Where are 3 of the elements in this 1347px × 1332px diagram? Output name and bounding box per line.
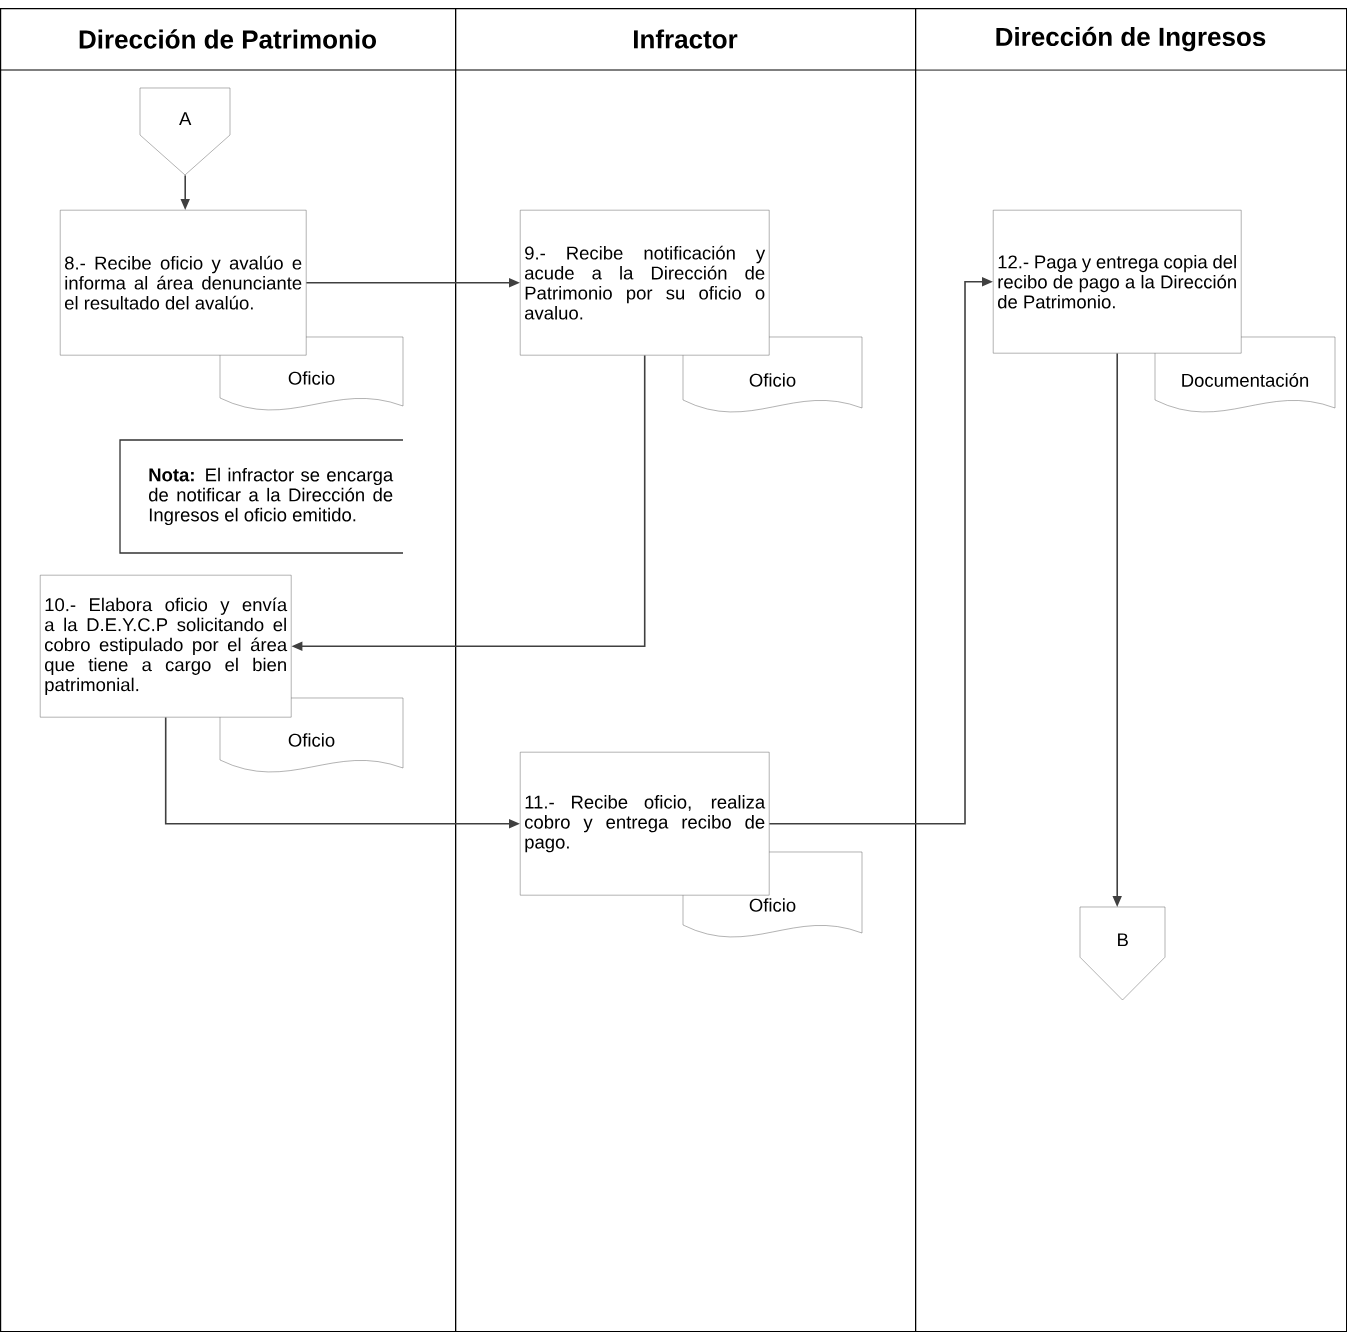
off-page-connector: B xyxy=(1079,906,1166,1001)
off-page-connector: A xyxy=(139,87,231,176)
annotation-note: Nota: El infractor se encarga de notificar a la Dirección de Ingresos el oficio emitido. xyxy=(119,439,404,554)
